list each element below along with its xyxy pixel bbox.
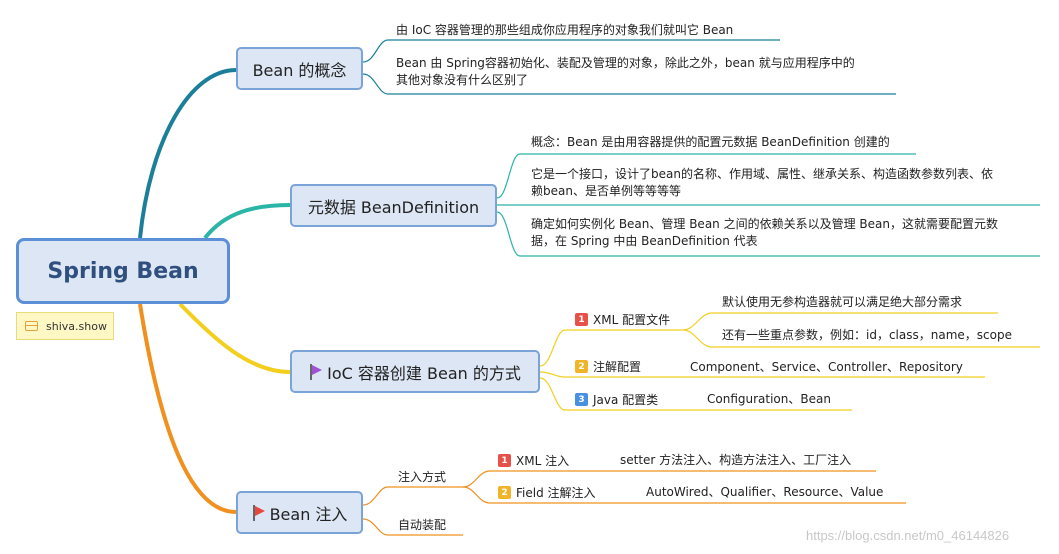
metadata-item-3[interactable]: 确定如何实例化 Bean、管理 Bean 之间的依赖关系以及管理 Bean，这就…	[531, 216, 998, 250]
priority-3-icon: 3	[575, 393, 588, 406]
connector-metadata-3	[496, 211, 1040, 257]
connector-xml-1	[682, 312, 998, 331]
sticker-text: shiva.show	[46, 319, 107, 333]
connector-metadata	[203, 203, 291, 240]
injection-sub-autowire[interactable]: 自动装配	[398, 518, 447, 532]
priority-1-icon: 1	[498, 454, 511, 467]
concept-item-2-line-2: 其他对象没有什么区别了	[396, 73, 529, 87]
creation-sub-java-label: Java 配置类	[593, 393, 659, 407]
method-field[interactable]: 2 Field 注解注入	[498, 484, 596, 501]
watermark-text: https://blog.csdn.net/m0_46144826	[806, 528, 1010, 543]
topic-ioc-creation[interactable]: IoC 容器创建 Bean 的方式	[290, 350, 540, 393]
priority-2-icon: 2	[575, 360, 588, 373]
concept-item-1[interactable]: 由 IoC 容器管理的那些组成你应用程序的对象我们就叫它 Bean	[396, 23, 734, 37]
method-field-label: Field 注解注入	[516, 486, 596, 500]
creation-sub-annotation[interactable]: 2 注解配置	[575, 358, 641, 375]
creation-sub-java[interactable]: 3 Java 配置类	[575, 391, 658, 408]
connector-injection	[138, 303, 237, 514]
metadata-item-2-line-2: 赖bean、是否单例等等等等	[531, 184, 681, 198]
metadata-item-2[interactable]: 它是一个接口，设计了bean的名称、作用域、属性、继承关系、构造函数参数列表、依…	[531, 166, 993, 200]
topic-bean-concept[interactable]: Bean 的概念	[236, 47, 363, 90]
label-sticker[interactable]: shiva.show	[16, 312, 114, 340]
priority-1-icon: 1	[575, 313, 588, 326]
method-xml[interactable]: 1 XML 注入	[498, 452, 569, 469]
creation-sub-annotation-label: 注解配置	[593, 360, 642, 374]
topic-bean-definition[interactable]: 元数据 BeanDefinition	[290, 184, 497, 227]
connector-concept	[138, 68, 237, 239]
connector-concept-2	[362, 73, 896, 95]
metadata-item-3-line-1: 确定如何实例化 Bean、管理 Bean 之间的依赖关系以及管理 Bean，这就…	[531, 217, 998, 231]
connector-metadata-1	[496, 153, 916, 199]
red-flag-icon	[252, 504, 265, 521]
priority-2-icon: 2	[498, 486, 511, 499]
connector-xml-2	[682, 329, 1040, 348]
root-title: Spring Bean	[47, 258, 199, 284]
connector-method-1	[462, 470, 585, 488]
metadata-item-3-line-2: 据，在 Spring 中由 BeanDefinition 代表	[531, 234, 758, 248]
java-leaf[interactable]: Configuration、Bean	[707, 392, 831, 406]
method-xml-leaf[interactable]: setter 方法注入、构造方法注入、工厂注入	[620, 453, 852, 467]
connector-creation-3	[539, 377, 668, 411]
connector-injection-1	[362, 486, 463, 506]
connector-injection-2	[362, 518, 463, 536]
topic-bean-definition-label: 元数据 BeanDefinition	[307, 197, 480, 217]
concept-item-2-line-1: Bean 由 Spring容器初始化、装配及管理的对象，除此之外，bean 就与…	[396, 56, 855, 70]
method-xml-label: XML 注入	[516, 454, 570, 468]
connector-creation	[178, 302, 291, 374]
connector-creation-2	[539, 371, 660, 378]
xml-leaf-2[interactable]: 还有一些重点参数，例如：id，class，name，scope	[722, 328, 1012, 342]
connector-creation-1	[539, 329, 683, 367]
topic-bean-concept-label: Bean 的概念	[252, 60, 347, 80]
xml-leaf-1[interactable]: 默认使用无参构造器就可以满足绝大部分需求	[722, 295, 963, 309]
creation-sub-xml-label: XML 配置文件	[593, 313, 671, 327]
metadata-item-1[interactable]: 概念：Bean 是由用容器提供的配置元数据 BeanDefinition 创建的	[531, 135, 890, 149]
metadata-item-2-line-1: 它是一个接口，设计了bean的名称、作用域、属性、继承关系、构造函数参数列表、依	[531, 167, 993, 181]
root-topic[interactable]: Spring Bean	[16, 238, 230, 304]
annotation-leaf[interactable]: Component、Service、Controller、Repository	[690, 360, 963, 374]
label-icon	[25, 321, 38, 331]
method-field-leaf[interactable]: AutoWired、Qualifier、Resource、Value	[646, 485, 884, 499]
creation-sub-xml[interactable]: 1 XML 配置文件	[575, 311, 670, 328]
connector-method-2	[462, 486, 612, 504]
purple-flag-icon	[309, 363, 323, 380]
topic-bean-injection-label: Bean 注入	[269, 504, 348, 524]
connector-concept-1	[362, 39, 780, 63]
topic-ioc-creation-label: IoC 容器创建 Bean 的方式	[327, 363, 521, 383]
topic-bean-injection[interactable]: Bean 注入	[236, 491, 363, 534]
injection-sub-methods[interactable]: 注入方式	[398, 470, 447, 484]
concept-item-2[interactable]: Bean 由 Spring容器初始化、装配及管理的对象，除此之外，bean 就与…	[396, 55, 855, 89]
